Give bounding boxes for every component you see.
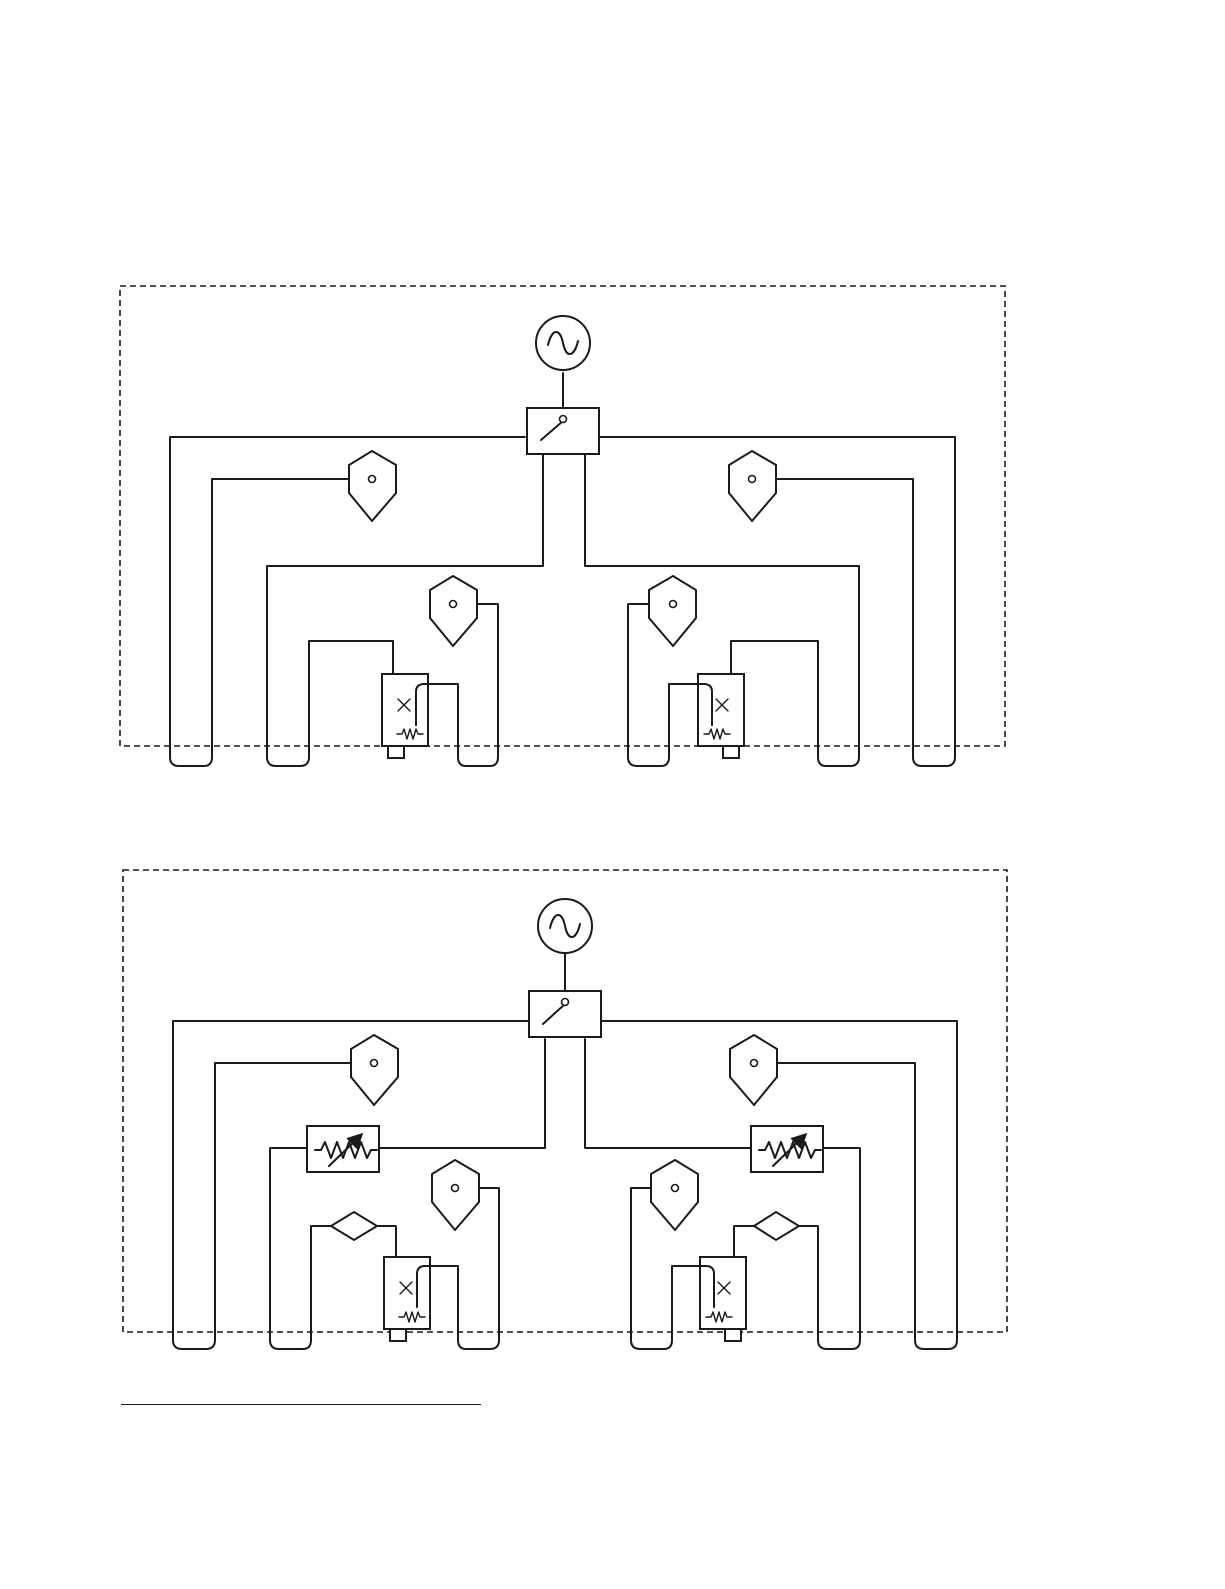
lower-sensor-right-bottom-icon [651, 1160, 698, 1230]
lower-sensor-right-top-icon [730, 1035, 777, 1105]
lower-test-cell-left-icon [384, 1257, 458, 1341]
lower-sensor-left-top-icon [351, 1035, 398, 1105]
lower-right-middle-wire [799, 1148, 860, 1349]
upper-test-cell-right-icon [669, 674, 744, 758]
lower-test-cell-right-icon [672, 1257, 746, 1341]
lower-right-center-feed [585, 1039, 750, 1148]
upper-sensor-right-top-icon [729, 451, 776, 521]
footnote-rule [121, 1404, 481, 1405]
lower-diagram [123, 870, 1007, 1349]
lower-sensor-left-bottom-icon [432, 1160, 479, 1230]
lower-variable-resistor-left-icon [307, 1126, 379, 1172]
lower-diamond-valve-right-icon [754, 1212, 799, 1240]
lower-switch-icon [529, 991, 601, 1037]
lower-diamond-valve-left-icon [331, 1212, 377, 1240]
lower-left-center-feed [378, 1039, 545, 1148]
upper-sensor-right-bottom-icon [649, 576, 696, 646]
lower-variable-resistor-right-icon [751, 1126, 823, 1172]
upper-sensor-left-top-icon [349, 451, 396, 521]
upper-diagram [120, 286, 1005, 766]
lower-ac-source-icon [538, 899, 592, 953]
upper-switch-icon [527, 408, 599, 454]
upper-sensor-left-bottom-icon [430, 576, 477, 646]
lower-left-middle-wire [270, 1148, 331, 1349]
upper-ac-source-icon [536, 316, 590, 370]
